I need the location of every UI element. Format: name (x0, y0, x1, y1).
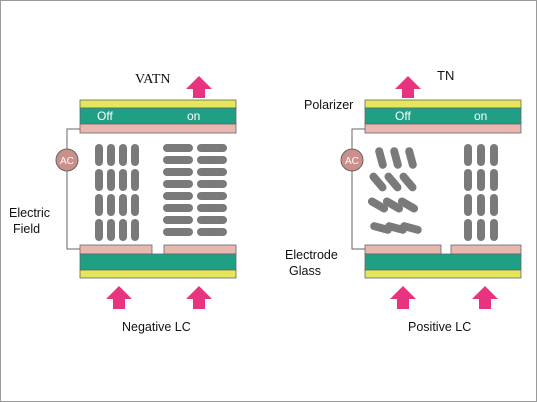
electric-label: Electric (9, 206, 50, 220)
vatn-panel: VATN Off on AC Electric Field (9, 72, 237, 334)
bottom-glass (79, 253, 237, 271)
up-arrow-icon (186, 286, 212, 309)
bottom-polarizer (364, 269, 522, 279)
wire (66, 171, 80, 250)
up-arrow-icon (390, 286, 416, 309)
top-electrode (79, 123, 237, 134)
on-label: on (474, 109, 487, 123)
off-label: Off (97, 109, 113, 123)
bottom-polarizer (79, 269, 237, 279)
tn-panel: TN Polarizer Off on AC Electrode Glass (285, 68, 522, 334)
on-label: on (187, 109, 200, 123)
field-label: Field (13, 222, 40, 236)
ac-label: AC (345, 156, 359, 167)
lc-molecules-twisted (367, 147, 422, 234)
vatn-title: VATN (135, 72, 171, 87)
up-arrow-icon (106, 286, 132, 309)
off-label: Off (395, 109, 411, 123)
bottom-electrode-left (364, 244, 442, 255)
lc-molecules-off (95, 144, 139, 241)
top-electrode (364, 123, 522, 134)
electrode-label: Electrode (285, 248, 338, 262)
bottom-electrode-right (450, 244, 522, 255)
top-polarizer (364, 99, 522, 109)
wire (351, 171, 365, 250)
lc-molecules-on (163, 144, 227, 236)
ac-source-icon: AC (340, 148, 364, 172)
up-arrow-icon (472, 286, 498, 309)
bottom-glass (364, 253, 522, 271)
top-polarizer (79, 99, 237, 109)
ac-label: AC (60, 156, 74, 167)
wire (66, 128, 80, 149)
positive-lc-caption: Positive LC (408, 320, 471, 334)
tn-title: TN (437, 68, 454, 83)
negative-lc-caption: Negative LC (122, 320, 191, 334)
glass-label: Glass (289, 264, 321, 278)
up-arrow-icon (186, 76, 212, 98)
ac-source-icon: AC (55, 148, 79, 172)
bottom-electrode-right (163, 244, 237, 255)
lc-molecules-on (464, 144, 498, 241)
up-arrow-icon (395, 76, 421, 98)
top-glass (364, 107, 522, 125)
polarizer-label: Polarizer (304, 98, 353, 112)
bottom-electrode-left (79, 244, 153, 255)
wire (351, 128, 365, 149)
